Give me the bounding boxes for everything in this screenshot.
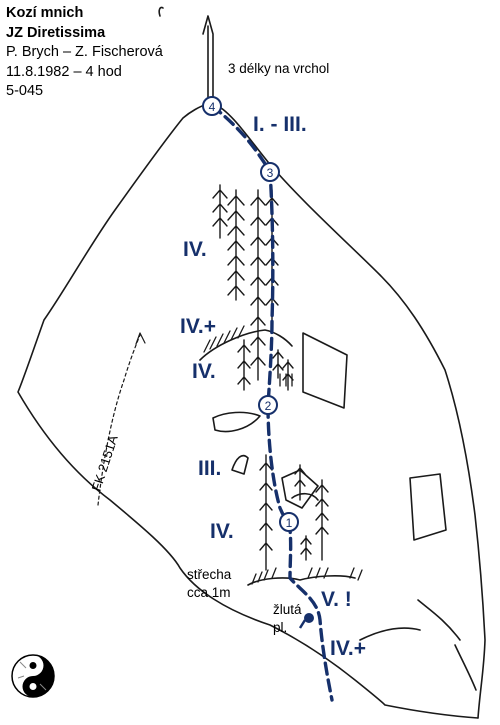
yellow-note-line-2: pl. [273,620,288,635]
grade-label: IV.+ [330,637,367,660]
route-code: 5-045 [6,83,44,99]
belay-station-3: 3 [260,162,280,182]
flake-right-2 [291,492,319,501]
roof-note-line-2: cca 1m [187,585,231,600]
belay-station-4: 4 [202,96,222,116]
belay-label: 1 [286,516,293,530]
summit-arrow-icon [202,15,214,99]
roof-ledge [247,575,356,586]
piton-icon [298,613,314,629]
crack-line-2 [359,627,421,641]
crack-line-3 [454,644,477,691]
ledge-upper [199,329,293,361]
grade-label: IV. [192,360,216,383]
neighbor-route-arrow [97,334,141,506]
route-date-time: 11.8.1982 – 4 hod [6,63,122,80]
neighbor-route-label: FK 2151A [89,433,121,493]
grade-label: IV. [183,238,207,261]
top-mark [158,6,164,17]
grade-label: I. - III. [253,113,307,136]
grade-label: IV.+ [180,315,217,338]
crack-line [417,599,461,641]
belay-station-2: 2 [258,395,278,415]
ledge-small [212,411,261,433]
block-rect-2 [409,473,447,541]
yin-yang-logo-icon [11,654,55,698]
route-name: JZ Diretissima [6,24,106,41]
rock-outline-right [213,103,486,719]
belay-label: 3 [267,166,274,180]
grade-label: IV. [210,520,234,543]
grass-hatching [203,325,363,585]
yellow-note: žlutá pl. [273,601,302,637]
grade-label: III. [198,457,222,480]
block-rect-1 [302,332,348,409]
rock-outline [17,103,479,719]
route-line [210,104,334,702]
belay-label: 2 [265,399,272,413]
route-authors: P. Brych – Z. Fischerová [6,44,163,60]
route-info: Kozí mnich JZ Diretissima P. Brych – Z. … [6,4,163,102]
grade-label: V. ! [321,588,352,611]
roof-note-line-1: střecha [187,567,232,582]
roof-note: střecha cca 1m [187,566,231,602]
belay-label: 4 [209,100,216,114]
yellow-note-line-1: žlutá [273,602,302,617]
neighbor-route-arrowhead-icon [135,332,146,345]
rock-title: Kozí mnich [6,5,84,21]
summit-note: 3 délky na vrchol [228,61,330,76]
ledge-stone [231,454,249,475]
belay-station-1: 1 [279,512,299,532]
